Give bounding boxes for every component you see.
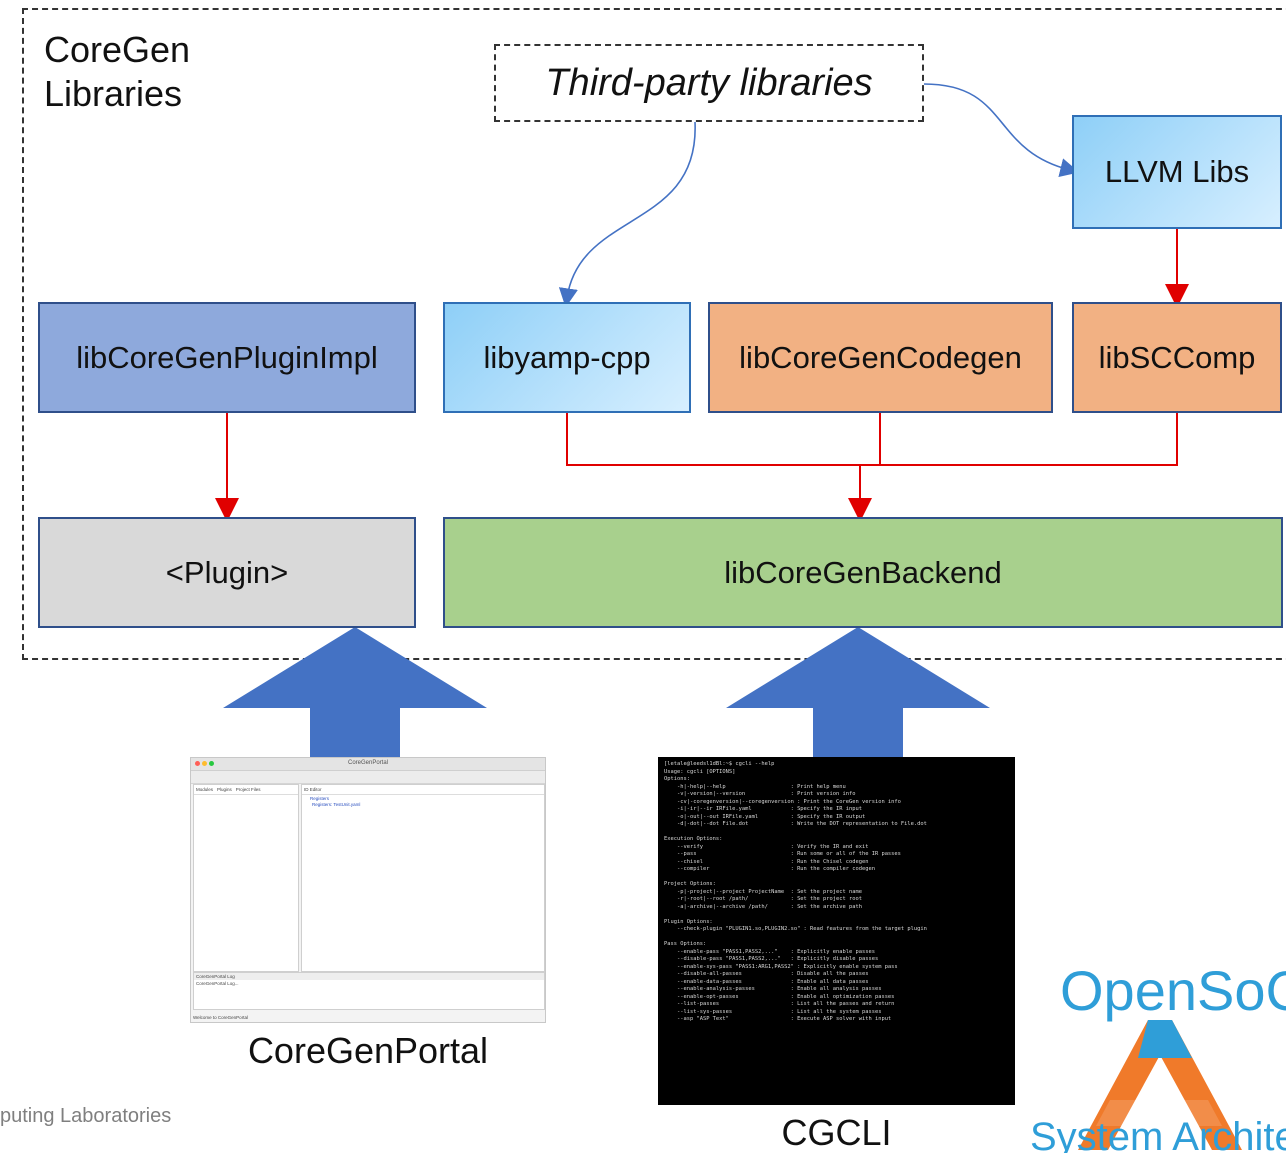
close-dot-icon [195, 761, 200, 766]
opensoc-logo: OpenSoC System Archite [1030, 950, 1286, 1158]
curve-thirdparty-to-yamp [558, 121, 696, 308]
coregen-libraries-frame [22, 8, 1286, 660]
portal-log-panel: CoreGenPortal Log CoreGenPortal Log... [193, 972, 545, 1010]
tab-modules[interactable]: Modules [196, 787, 214, 792]
caption-cgcli: CGCLI [781, 1112, 892, 1153]
log-line: CoreGenPortal Log... [196, 981, 239, 986]
libcoregencodegen-box: libCoreGenCodegen [708, 302, 1053, 413]
minimize-dot-icon [202, 761, 207, 766]
portal-editor-panel: ID Editor Registers Registers: TestUnit.… [301, 784, 545, 972]
tab-project-files[interactable]: Project Files [235, 787, 261, 792]
bracket-to-backend [566, 413, 1178, 466]
third-party-libraries-box: Third-party libraries [494, 44, 924, 122]
coregenportal-screenshot: CoreGenPortal Modules Plugins Project Fi… [190, 757, 546, 1023]
portal-tabs: Modules Plugins Project Files [194, 785, 298, 795]
footer-text: puting Laboratories [0, 1105, 172, 1127]
caption-coregenportal: CoreGenPortal [247, 1030, 489, 1071]
svg-text:System Archite: System Archite [1030, 1115, 1286, 1153]
portal-toolbar [191, 771, 545, 784]
portal-window-title: CoreGenPortal [347, 760, 389, 766]
zoom-dot-icon [209, 761, 214, 766]
editor-line-1: Registers [310, 796, 330, 801]
big-arrow-portal [223, 627, 487, 760]
libcoregenbackend-box: libCoreGenBackend [443, 517, 1283, 628]
tab-plugins[interactable]: Plugins [217, 787, 232, 792]
portal-status: Welcome to CoreGenPortal [193, 1015, 248, 1020]
big-arrow-cli [726, 627, 990, 760]
frame-title-line2: Libraries [44, 73, 183, 114]
editor-tab[interactable]: ID Editor [302, 785, 544, 795]
cgcli-screenshot: [letale@leedsl1dBl:~$ cgcli --help Usage… [658, 757, 1015, 1105]
llvm-libs-box: LLVM Libs [1072, 115, 1282, 229]
log-title: CoreGenPortal Log [194, 973, 544, 980]
libcoregenpluginimpl-box: libCoreGenPluginImpl [38, 302, 416, 413]
portal-left-panel: Modules Plugins Project Files [193, 784, 299, 972]
editor-line-2: Registers: TestUnit.yaml [312, 802, 361, 807]
frame-title-line1: CoreGen [44, 29, 191, 70]
curve-thirdparty-to-llvm [923, 83, 1080, 177]
libyamp-cpp-box: libyamp-cpp [443, 302, 691, 413]
svg-text:OpenSoC: OpenSoC [1060, 959, 1286, 1022]
plugin-box: <Plugin> [38, 517, 416, 628]
frame-title: CoreGen Libraries [44, 28, 190, 116]
portal-titlebar: CoreGenPortal [191, 758, 545, 771]
libsccomp-box: libSCComp [1072, 302, 1282, 413]
